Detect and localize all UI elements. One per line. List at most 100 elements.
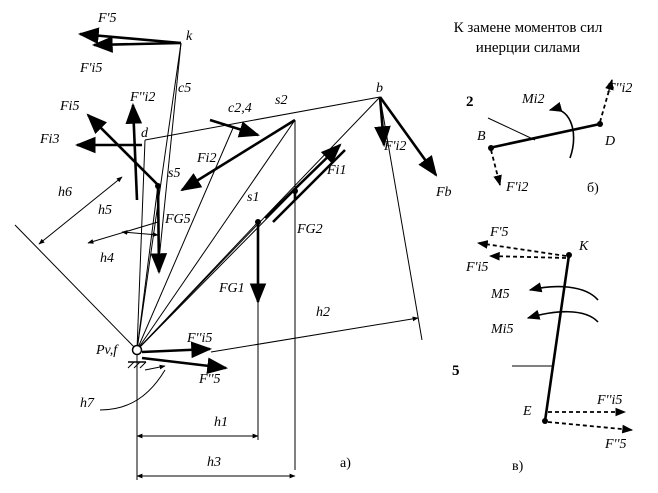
ray-c24: [136, 127, 234, 351]
panel-v-link5: 5 F'5 K F'i5 M5 Mi5 E F''i5 F''5 в): [452, 225, 634, 474]
label-FG2: FG2: [296, 222, 323, 237]
point-E: [542, 418, 548, 424]
label-Fi3: Fi3: [39, 132, 59, 147]
label-Fi5p: F'i5: [79, 61, 102, 76]
ray-s2-low: [136, 189, 296, 351]
ray-s1: [136, 221, 259, 351]
label-Fi5: Fi5: [59, 99, 79, 114]
h7-leader: [99, 369, 166, 411]
label-h2: h2: [316, 305, 330, 320]
arrow-Fi5p-v: [488, 251, 567, 261]
arrow-F5p: [77, 27, 182, 45]
label-Fi5p-v: F'i5: [465, 260, 488, 275]
panel-b-link2: 2 Mi2 F''i2 B D F'i2 б): [466, 78, 632, 196]
label-F5pp-main: F''5: [198, 372, 221, 387]
arrow-c24: [209, 118, 260, 138]
label-h6: h6: [58, 185, 72, 200]
label-c24: c2,4: [228, 101, 252, 116]
label-K: K: [578, 239, 589, 254]
label-d: d: [141, 126, 149, 141]
label-Pvf: Pv,f: [95, 343, 119, 358]
arrow-Fi2p: [374, 96, 391, 148]
label-s1: s1: [247, 190, 259, 205]
panel-v-label: в): [512, 459, 524, 474]
arrow-F5pp: [141, 356, 229, 375]
link2-number: 2: [466, 94, 474, 110]
label-Mi5: Mi5: [490, 322, 514, 337]
label-F5p-v: F'5: [489, 225, 509, 240]
point-D: [597, 121, 603, 127]
label-Fi2p-main: F'i2: [383, 139, 406, 154]
arrow-Fi5p: [91, 36, 182, 53]
label-Fi2pp-main: F''i2: [129, 90, 155, 105]
label-h5: h5: [98, 203, 112, 218]
moment-M5-arc: [528, 282, 599, 301]
label-h7: h7: [80, 396, 95, 411]
label-FG1: FG1: [218, 281, 245, 296]
h6-line: [14, 224, 138, 351]
label-FG5: FG5: [164, 212, 191, 227]
label-Fi5pp-main: F''i5: [186, 331, 212, 346]
title-line-2: инерции силами: [476, 40, 580, 56]
ground-hatch-1: [127, 361, 135, 369]
ground-hatch-2: [133, 361, 141, 369]
panel-b-label: б): [587, 181, 599, 196]
label-Fi1: Fi1: [326, 163, 346, 178]
label-Fi5pp-v: F''i5: [596, 393, 622, 408]
h6-dim: [38, 176, 123, 245]
h2-dim: [210, 316, 419, 353]
label-b: b: [376, 81, 383, 96]
label-h1: h1: [214, 415, 228, 430]
label-F5p: F'5: [97, 11, 117, 26]
point-K: [566, 252, 572, 258]
arrow-Fb: [378, 96, 438, 177]
line-b-h2: [379, 96, 423, 341]
link2-leader: [487, 117, 536, 141]
arrow-Fi2pp-b: [599, 78, 614, 123]
arrow-Fi1-b: [272, 149, 346, 223]
arrow-Fi5pp: [141, 341, 213, 359]
ray-s5: [136, 184, 159, 351]
ground-hatch-3: [139, 361, 147, 369]
arrow-Fi2pp: [125, 102, 143, 201]
label-Fi2pp-b: F''i2: [606, 81, 632, 96]
arrow-FG5: [150, 184, 168, 275]
pole-joint: [131, 344, 143, 356]
label-Fi2p-b: F'i2: [505, 180, 528, 195]
main-plan: F'5 k F'i5 c5 F''i2 s2 b Fi5 c2,4 Fi3 d …: [14, 11, 452, 480]
label-h3: h3: [207, 455, 221, 470]
ray-d: [136, 139, 146, 351]
title-line-1: К замене моментов сил: [454, 20, 603, 36]
point-B: [488, 145, 494, 151]
label-s5: s5: [168, 166, 180, 181]
link-KE: [543, 254, 571, 422]
link-BD: [488, 122, 601, 150]
line-k-c5: [157, 42, 182, 271]
label-k: k: [186, 29, 193, 44]
line-d-b: [144, 96, 381, 141]
arrow-Fi2: [180, 118, 296, 192]
label-Fb: Fb: [435, 185, 452, 200]
label-F5pp-v: F''5: [604, 437, 627, 452]
label-D: D: [604, 134, 615, 149]
label-E: E: [522, 404, 532, 419]
label-Fi2: Fi2: [196, 151, 216, 166]
arrow-Fi2p-b: [490, 149, 502, 187]
label-h4: h4: [100, 251, 114, 266]
ray-s2: [136, 119, 296, 351]
point-s1: [255, 219, 261, 225]
moment-Mi2-arc: [548, 101, 575, 159]
link5-number: 5: [452, 363, 460, 379]
point-s2-low: [292, 188, 298, 194]
label-Mi2: Mi2: [521, 92, 545, 107]
moment-Mi5-arc: [526, 309, 599, 323]
label-c5: c5: [178, 81, 191, 96]
h5-dim: [121, 230, 159, 237]
label-M5: M5: [490, 287, 510, 302]
arrow-Fi1-a: [264, 143, 342, 219]
point-s5: [155, 183, 161, 189]
arrow-Fi5: [86, 113, 159, 186]
label-B: B: [477, 129, 486, 144]
